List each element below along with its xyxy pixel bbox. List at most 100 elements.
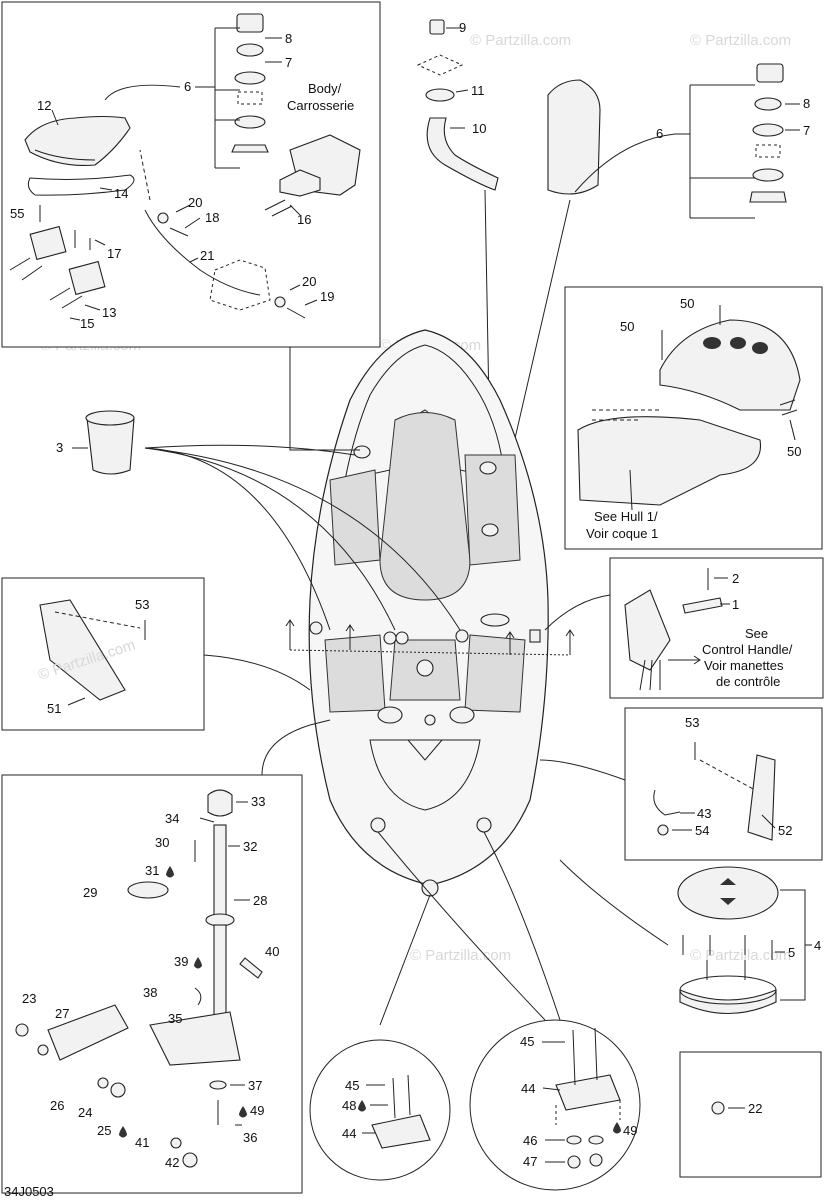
- callout-40: 40: [265, 944, 279, 959]
- hatch-mark: [720, 898, 736, 905]
- callout-45: 45: [520, 1034, 534, 1049]
- control-handle: [624, 589, 671, 671]
- bracket-socket: [529, 629, 541, 643]
- oil-drop-icon: [119, 1126, 127, 1138]
- seat-12: [24, 115, 131, 166]
- callout-24: 24: [78, 1105, 92, 1120]
- plate-panel: [1, 577, 205, 731]
- shaft-32: [213, 824, 227, 916]
- bracket-44: [371, 1114, 431, 1149]
- tie-43: [653, 789, 681, 816]
- hatch-mark: [720, 878, 736, 885]
- nut-47: [589, 1153, 603, 1167]
- hatch-ring-top: [679, 975, 777, 1005]
- callout-50: 50: [680, 296, 694, 311]
- screw-50: [779, 399, 796, 406]
- body-fragment: [209, 259, 271, 311]
- callout-50: 50: [787, 444, 801, 459]
- leader: [304, 299, 318, 306]
- washer-20: [274, 296, 286, 308]
- cable: [639, 659, 646, 691]
- cup-well: [449, 706, 475, 724]
- callout-52: 52: [778, 823, 792, 838]
- grommet-8: [756, 63, 784, 83]
- cupholder-socket: [353, 445, 371, 459]
- fastener-panel: [624, 707, 823, 861]
- leader: [175, 204, 191, 213]
- callout-30: 30: [155, 835, 169, 850]
- detail-circle-left: [309, 1039, 451, 1181]
- hinge-13: [68, 260, 106, 296]
- leader: [51, 109, 59, 126]
- leader-3: [144, 444, 356, 456]
- cowl-upper: [659, 319, 801, 411]
- hinge-55: [29, 225, 67, 261]
- ring-8: [236, 43, 264, 57]
- socket: [455, 629, 469, 643]
- leader: [379, 894, 431, 1026]
- strip-1: [682, 597, 723, 614]
- callout-15: 15: [80, 316, 94, 331]
- pin-34: [199, 817, 215, 823]
- callout-36: 36: [243, 1130, 257, 1145]
- callout-53: 53: [685, 715, 699, 730]
- plate-51: [39, 599, 126, 701]
- callout-7: 7: [803, 123, 810, 138]
- footwell-left: [324, 634, 386, 713]
- callout-10: 10: [472, 121, 486, 136]
- callout-25: 25: [97, 1123, 111, 1138]
- note-see: See: [745, 626, 768, 641]
- screw-16: [264, 199, 286, 211]
- screw-22-panel: [679, 1051, 822, 1178]
- knob-33: [207, 789, 233, 817]
- watermark: © Partzilla.com: [690, 32, 791, 49]
- arrow-up: [285, 619, 295, 650]
- socket: [424, 714, 436, 726]
- oil-drop-icon: [613, 1122, 621, 1134]
- washer: [234, 115, 266, 129]
- callout-34: 34: [165, 811, 179, 826]
- grommet-8: [236, 13, 264, 33]
- stack-bracket: [689, 84, 755, 219]
- cowl-hole: [752, 342, 768, 354]
- shaft-panel: [1, 774, 303, 1194]
- detail-circle-right: [469, 1019, 641, 1191]
- watermark: © Partzilla.com: [410, 947, 511, 964]
- bolt-45: [594, 1027, 598, 1081]
- flange-28: [205, 913, 235, 927]
- guide-line: [54, 611, 141, 629]
- arrow-right: [668, 655, 701, 665]
- callout-27: 27: [55, 1006, 69, 1021]
- callout-54: 54: [695, 823, 709, 838]
- leader: [189, 257, 199, 263]
- leader: [542, 1087, 561, 1091]
- gasket-9: [416, 54, 464, 76]
- oil-drop-icon: [194, 957, 202, 969]
- leader: [84, 304, 101, 311]
- callout-50: 50: [620, 319, 634, 334]
- oil-drop-icon: [358, 1100, 366, 1112]
- strap-14: [27, 174, 135, 196]
- gasket: [755, 144, 781, 158]
- callout-6: 6: [184, 79, 191, 94]
- screw-19: [286, 307, 306, 319]
- cowl-hole: [703, 337, 721, 349]
- clamp-11: [425, 88, 455, 102]
- plate-29: [127, 881, 169, 899]
- leader: [99, 187, 113, 191]
- callout-18: 18: [205, 210, 219, 225]
- seat-top: [379, 412, 471, 601]
- callout-17: 17: [107, 246, 121, 261]
- screw-18: [169, 227, 189, 237]
- bolt-45: [572, 1029, 576, 1086]
- leader: [94, 239, 106, 246]
- clip-40: [239, 957, 263, 979]
- leader: [289, 284, 301, 291]
- washer-46: [588, 1135, 604, 1145]
- callout-35: 35: [168, 1011, 182, 1026]
- callout-29: 29: [83, 885, 97, 900]
- socket-oval: [480, 613, 510, 627]
- callout-20: 20: [188, 195, 202, 210]
- leader: [539, 759, 626, 781]
